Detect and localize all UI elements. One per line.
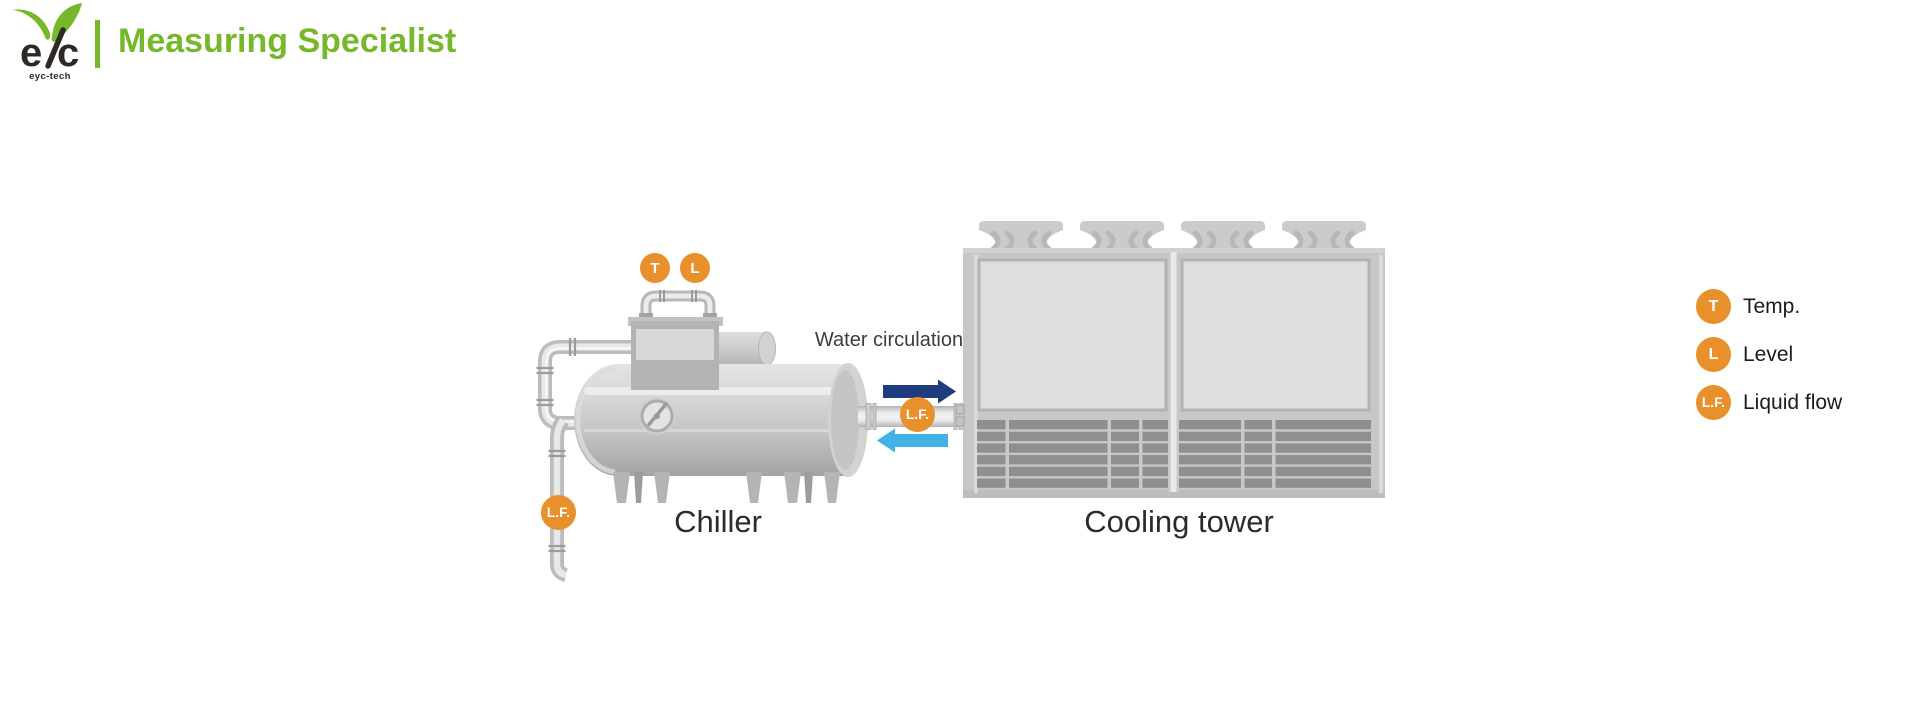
logo-letter-e: e [20, 31, 42, 75]
gauge-icon [638, 397, 676, 435]
page-title: Measuring Specialist [118, 22, 457, 60]
legend-liquid-flow-label: Liquid flow [1743, 390, 1843, 414]
logo-y-stem [45, 27, 66, 69]
legend-temp-label: Temp. [1743, 294, 1801, 318]
level-sensor-badge: L [680, 253, 710, 283]
tower-panel-left [977, 258, 1168, 412]
logo-letter-c: c [57, 31, 79, 75]
pipe-joints [536, 338, 577, 553]
temp-sensor-badge: T [640, 253, 670, 283]
eyc-logo: e c eyc-tech [12, 3, 82, 82]
liquid-flow-sensor-badge-drain: L.F. [541, 495, 576, 530]
chiller-rear-cylinder [710, 331, 776, 366]
vapor-swirl-icons [990, 230, 1355, 252]
tower-panel-right [1180, 258, 1371, 412]
vapor-stacks [979, 221, 1366, 252]
legend-item-liquid-flow: L.F. Liquid flow [1696, 385, 1842, 420]
flow-arrow-supply-icon [883, 379, 956, 404]
logo-leaf-left-icon [12, 9, 51, 40]
legend: T Temp. L Level L.F. Liquid flow [1696, 289, 1842, 420]
flow-arrow-return-icon [877, 428, 948, 453]
cooling-tower-label: Cooling tower [1084, 504, 1274, 539]
legend-level-badge: L [1696, 337, 1731, 372]
logo-subtext: eyc-tech [29, 71, 71, 82]
cooling-tower-illustration [955, 221, 1385, 498]
chiller-top-unit [628, 290, 723, 390]
legend-item-level: L Level [1696, 337, 1842, 372]
header-divider [95, 20, 100, 68]
legend-liquid-flow-badge: L.F. [1696, 385, 1731, 420]
chiller-tank-cap [828, 363, 868, 477]
chiller-label: Chiller [674, 504, 762, 539]
liquid-flow-sensor-badge-pipe: L.F. [900, 397, 935, 432]
legend-level-label: Level [1743, 342, 1794, 366]
legend-item-temp: T Temp. [1696, 289, 1842, 324]
chiller-legs [613, 472, 840, 503]
chiller-tank [574, 364, 849, 476]
water-circulation-label: Water circulation [814, 329, 964, 351]
legend-temp-badge: T [1696, 289, 1731, 324]
tower-side-bracket [955, 404, 965, 427]
